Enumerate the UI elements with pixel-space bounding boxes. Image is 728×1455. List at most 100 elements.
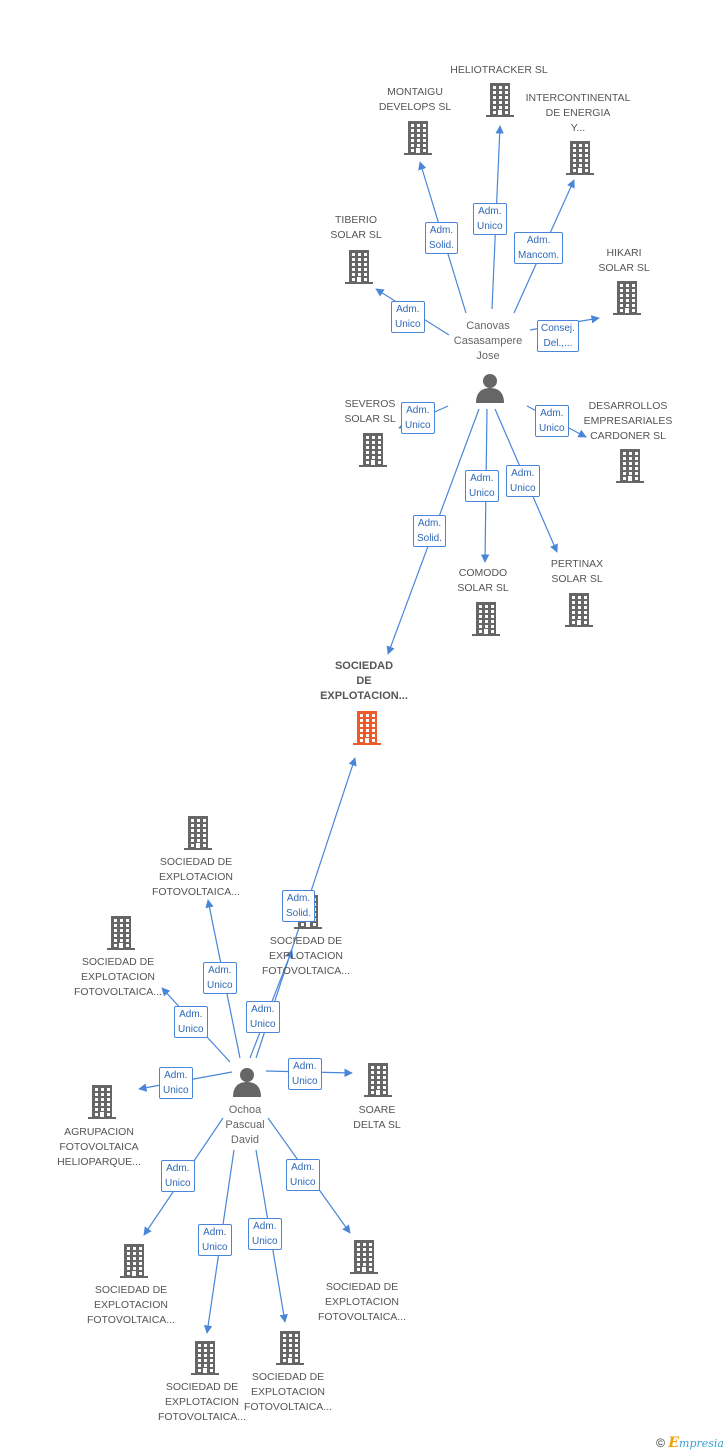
footer-brand: © Empresia	[656, 1435, 724, 1451]
role-text: Adm.	[293, 1061, 317, 1072]
company-label-c_heliotracker[interactable]: HELIOTRACKER SL	[450, 63, 547, 78]
building-icon[interactable]	[344, 250, 374, 289]
person-icon[interactable]	[232, 1067, 262, 1102]
label-line: EXPLOTACION...	[320, 690, 408, 702]
role-text: Adm.	[396, 304, 420, 315]
role-badge-p1-c_intercontinental[interactable]: Adm.Mancom.	[514, 232, 564, 264]
brand-logo[interactable]: Empresia	[668, 1435, 724, 1451]
role-badge-p2-c_sef4[interactable]: Adm.Unico	[161, 1160, 195, 1192]
building-icon[interactable]	[119, 1244, 149, 1283]
building-icon[interactable]	[183, 816, 213, 855]
label-line: FOTOVOLTAICA...	[151, 886, 241, 898]
building-icon[interactable]	[564, 593, 594, 632]
building-icon[interactable]	[349, 1240, 379, 1279]
label-line: Pascual	[225, 1119, 265, 1131]
role-text: Adm.	[526, 235, 551, 246]
role-badge-p1-c_comodo[interactable]: Adm.Unico	[465, 470, 499, 502]
building-icon[interactable]	[471, 602, 501, 641]
building-icon[interactable]	[615, 449, 645, 488]
role-badge-p2-c_sef2[interactable]: Adm.Unico	[246, 1001, 280, 1033]
building-icon[interactable]	[485, 83, 515, 122]
building-icon[interactable]	[565, 141, 595, 180]
role-badge-p2-c_sef5[interactable]: Adm.Unico	[286, 1159, 320, 1191]
role-text: Adm.	[540, 408, 564, 419]
label-line: SOCIEDAD DE	[81, 956, 155, 968]
role-badge-p2-c_agrupacion[interactable]: Adm.Unico	[159, 1067, 193, 1099]
role-text: Consej.	[541, 323, 575, 334]
role-text: Unico	[477, 221, 503, 232]
building-icon[interactable]	[106, 916, 136, 955]
role-badge-p2-c_sef7[interactable]: Adm.Unico	[248, 1218, 282, 1250]
role-badge-p1-c_tiberio[interactable]: Adm.Unico	[391, 301, 425, 333]
role-badge-p1-c_desarrollos[interactable]: Adm.Unico	[535, 405, 569, 437]
person-icon[interactable]	[475, 373, 505, 408]
building-icon[interactable]	[275, 1331, 305, 1370]
role-text: Adm.	[406, 405, 430, 416]
label-line: David	[230, 1134, 260, 1146]
role-badge-p1-c_hikari[interactable]: Consej.Del.,...	[537, 320, 579, 352]
building-icon[interactable]	[190, 1341, 220, 1380]
role-text: Unico	[202, 1242, 228, 1253]
label-line: FOTOVOLTAICA...	[157, 1411, 247, 1423]
label-line: EXPLOTACION	[251, 1386, 325, 1398]
building-icon[interactable]	[363, 1063, 393, 1102]
label-line: Jose	[476, 350, 500, 362]
role-text: Adm.	[429, 225, 454, 236]
building-icon[interactable]	[403, 121, 433, 160]
role-badge-p2-c_sef3[interactable]: Adm.Unico	[174, 1006, 208, 1038]
role-text: Unico	[165, 1178, 191, 1189]
role-text: Solid.	[429, 240, 455, 251]
role-text: Adm.	[286, 893, 311, 904]
role-text: Unico	[469, 488, 495, 499]
role-badge-p2-c_sef1[interactable]: Adm.Unico	[203, 962, 237, 994]
label-line: EXPLOTACION	[81, 971, 155, 983]
label-line: Casasampere	[453, 335, 523, 347]
role-text: Adm.	[203, 1227, 227, 1238]
role-badge-p1-focus[interactable]: Adm.Solid.	[413, 515, 447, 547]
role-badge-p2-c_soare[interactable]: Adm.Unico	[288, 1058, 322, 1090]
label-line: HELIOTRACKER SL	[450, 64, 548, 76]
label-line: HIKARI	[606, 247, 642, 259]
focus-building-icon[interactable]	[352, 711, 382, 750]
label-line: DESARROLLOS	[588, 400, 668, 412]
role-badge-p1-c_heliotracker[interactable]: Adm. Solid.	[425, 222, 459, 254]
label-line: FOTOVOLTAICA...	[261, 965, 351, 977]
role-text: Unico	[290, 1177, 316, 1188]
label-line: AGRUPACION	[64, 1126, 134, 1138]
role-badge-p2-c_sef6[interactable]: Adm. Unico	[198, 1224, 232, 1256]
role-badge-p2-focus[interactable]: Adm.Solid.	[282, 890, 316, 922]
label-line: DELTA SL	[353, 1119, 401, 1131]
building-icon[interactable]	[612, 281, 642, 320]
label-line: SOCIEDAD	[334, 660, 394, 672]
company-label-focus[interactable]: SOCIEDAD DE EXPLOTACION...	[320, 659, 408, 704]
building-icon[interactable]	[87, 1085, 117, 1124]
label-line: DE	[356, 675, 372, 687]
role-badge-p1-c_montaigu[interactable]: Adm.Unico	[473, 203, 507, 235]
role-text: Adm.	[251, 1004, 275, 1015]
role-badge-p1-c_pertinax[interactable]: Adm.Unico	[506, 465, 540, 497]
building-icon[interactable]	[358, 433, 388, 472]
label-line: SOCIEDAD DE	[251, 1371, 325, 1383]
role-badge-p1-c_severos[interactable]: Adm.Unico	[401, 402, 435, 434]
label-line: Ochoa	[228, 1104, 262, 1116]
